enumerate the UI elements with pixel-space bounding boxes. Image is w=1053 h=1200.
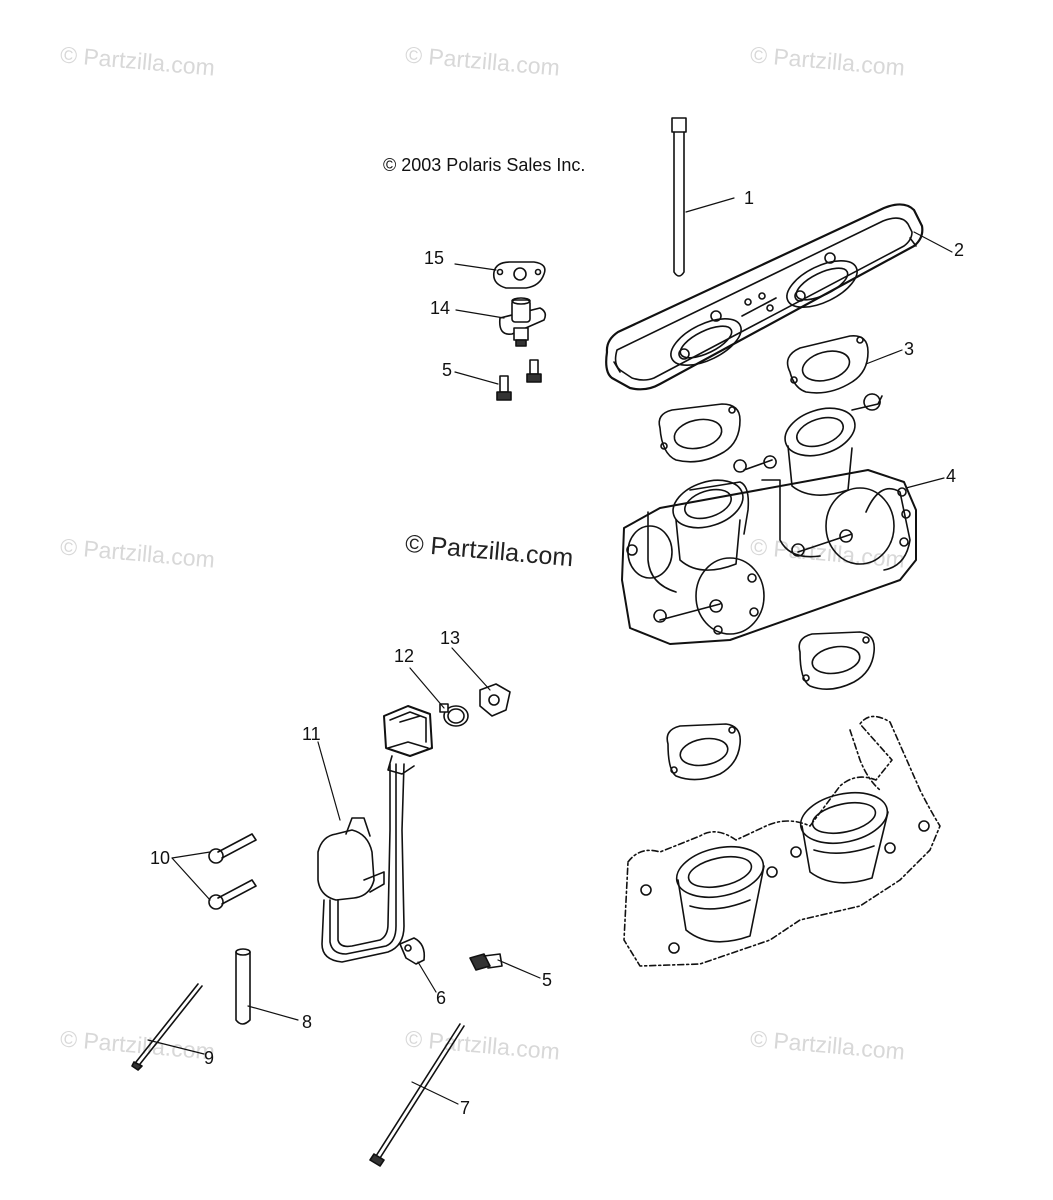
callout-2: 2 [954, 240, 964, 260]
callout-7: 7 [460, 1098, 470, 1118]
callout-1: 1 [744, 188, 754, 208]
part-6-clamp [399, 937, 426, 965]
part-5-screws-top [496, 359, 542, 401]
part-4-throttle-bodies [621, 393, 917, 645]
callout-3: 3 [904, 339, 914, 359]
callout-9: 9 [204, 1048, 214, 1068]
part-12-clamp [439, 703, 469, 727]
callout-8: 8 [302, 1012, 312, 1032]
intake-manifold-reference [623, 715, 941, 967]
part-1-long-bolt [671, 117, 687, 277]
callout-5-bottom: 5 [542, 970, 552, 990]
callout-11: 11 [302, 724, 321, 744]
part-11-harness-sensor [317, 705, 433, 963]
copyright-text: © 2003 Polaris Sales Inc. [383, 155, 586, 175]
part-9-pin [131, 983, 203, 1071]
part-2-cover-plate [605, 203, 924, 391]
callout-12: 12 [394, 646, 414, 666]
callout-15: 15 [424, 248, 444, 268]
intake-manifold-ports [640, 792, 930, 954]
callout-13: 13 [440, 628, 460, 648]
part-10-bolts [208, 833, 257, 910]
part-14-sensor [498, 297, 547, 347]
part-3-gaskets [658, 335, 876, 781]
part-15-gasket [492, 261, 546, 289]
part-7-pin [369, 1023, 465, 1167]
callout-6: 6 [436, 988, 446, 1008]
part-8-tube [235, 948, 251, 1025]
part-13-clip [479, 683, 511, 717]
leader-lines [147, 197, 953, 1105]
callout-14: 14 [430, 298, 450, 318]
callout-5-top: 5 [442, 360, 452, 380]
part-5-screw-bottom [469, 953, 503, 971]
callout-4: 4 [946, 466, 956, 486]
callout-10: 10 [150, 848, 170, 868]
callout-labels: 1 2 3 4 5 5 6 7 8 9 10 11 12 13 14 15 [150, 188, 964, 1118]
